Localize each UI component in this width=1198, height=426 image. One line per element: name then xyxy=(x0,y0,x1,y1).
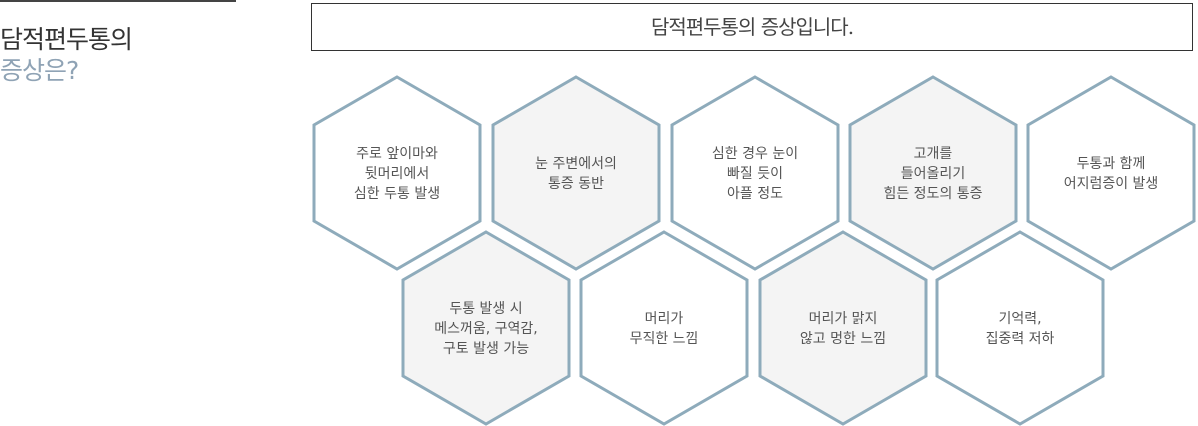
symptom-text: 뒷머리에서 xyxy=(365,166,429,182)
symptom-text: 무직한 느낌 xyxy=(630,331,699,347)
symptom-text: 집중력 저하 xyxy=(986,331,1055,347)
symptom-text: 고개를 xyxy=(914,146,953,162)
symptom-text: 눈 주변에서의 xyxy=(535,156,617,172)
symptom-text: 두통과 함께 xyxy=(1077,156,1146,172)
symptom-text: 심한 경우 눈이 xyxy=(712,146,798,162)
heading-line-1: 담적편두통의 xyxy=(0,25,133,54)
heading-line-2: 증상은? xyxy=(0,56,79,85)
symptom-text: 통증 동반 xyxy=(548,176,604,192)
symptom-text: 기억력, xyxy=(998,311,1041,327)
hexagon-shape xyxy=(758,230,928,426)
symptom-text: 심한 두통 발생 xyxy=(354,186,440,202)
symptom-text: 머리가 맑지 xyxy=(809,311,878,327)
symptom-text: 아플 정도 xyxy=(727,186,783,202)
hexagon-shape xyxy=(935,230,1105,426)
symptom-text: 주로 앞이마와 xyxy=(356,146,438,162)
symptom-text: 어지럼증이 발생 xyxy=(1064,176,1159,192)
symptom-text: 않고 멍한 느낌 xyxy=(800,331,886,347)
symptom-text: 메스꺼움, 구역감, xyxy=(434,321,538,337)
symptom-text: 빠질 듯이 xyxy=(727,166,783,182)
section-heading: 담적편두통의 증상은? xyxy=(0,24,133,86)
symptom-text: 두통 발생 시 xyxy=(449,301,522,317)
hexagon-shape xyxy=(401,230,571,426)
symptom-text: 들어올리기 xyxy=(901,166,965,182)
hexagon-shape xyxy=(579,230,749,426)
hexagon-shape xyxy=(848,75,1018,271)
symptom-text: 머리가 xyxy=(645,311,684,327)
hexagon-shape xyxy=(670,75,840,271)
page-title: 담적편두통의 증상입니다. xyxy=(311,3,1193,51)
symptom-text: 구토 발생 가능 xyxy=(443,341,529,357)
heading-divider xyxy=(0,0,236,2)
hexagon-shape xyxy=(312,75,482,271)
hexagon-shape xyxy=(1026,75,1196,271)
symptom-text: 힘든 정도의 통증 xyxy=(883,186,982,202)
hexagon-shape xyxy=(491,75,661,271)
symptom-hexagon: 기억력, 집중력 저하 xyxy=(935,230,1105,426)
